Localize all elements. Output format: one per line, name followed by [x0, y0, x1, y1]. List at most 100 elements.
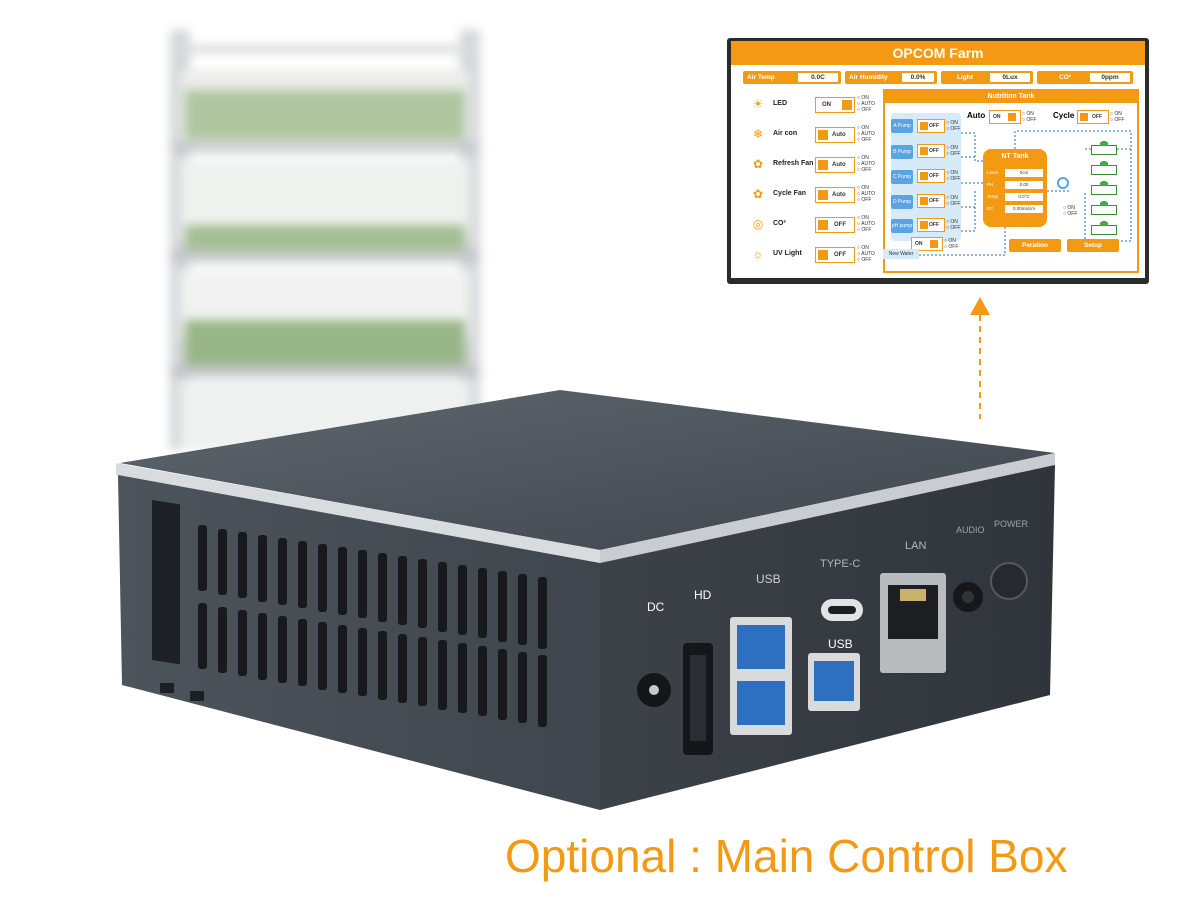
mini-pc-device: DC HD USB TYPE-C USB LAN AUDIO POWER: [116, 390, 1055, 810]
a-pump: A Pump: [891, 119, 913, 133]
plant-icon: [1091, 221, 1117, 235]
screen-title: OPCOM Farm: [731, 41, 1145, 65]
shelf-background-image: [170, 30, 480, 450]
sensor-value: 0ppm: [1090, 73, 1130, 82]
bulb-icon: ☀: [752, 97, 764, 111]
c-pump-radio[interactable]: ○ ON○ OFF: [946, 170, 961, 182]
cycle-mode-radio[interactable]: ○ ON○ OFF: [1110, 111, 1125, 123]
cycle-fan-mode-radio[interactable]: ○ ON○ AUTO○ OFF: [857, 185, 875, 203]
b-pump: B Pump: [891, 145, 913, 159]
auto-mode-radio[interactable]: ○ ON○ OFF: [1022, 111, 1037, 123]
cycle-fan-toggle[interactable]: Auto: [815, 187, 855, 203]
sensor-light: Light 0Lux: [941, 71, 1033, 84]
toggle-state: OFF: [834, 252, 846, 258]
led-toggle[interactable]: ON: [815, 97, 855, 113]
plant-icon: [1091, 141, 1117, 155]
port-label-lan: LAN: [905, 540, 926, 552]
device-row-led: ☀ LED ON ○ ON○ AUTO○ OFF: [751, 94, 875, 116]
d-pump-radio[interactable]: ○ ON○ OFF: [946, 195, 961, 207]
uv-light-toggle[interactable]: OFF: [815, 247, 855, 263]
tank-title: NT Tank: [1001, 153, 1029, 160]
setup-button[interactable]: Setup: [1067, 239, 1119, 252]
d-pump: D Pump: [891, 195, 913, 209]
b-pump-toggle[interactable]: OFF: [917, 144, 945, 158]
ph-pump-toggle[interactable]: OFF: [917, 218, 945, 232]
a-pump-toggle[interactable]: OFF: [917, 119, 945, 133]
sensor-value: 0.0%: [902, 73, 934, 82]
c-pump-toggle[interactable]: OFF: [917, 169, 945, 183]
device-row-cycle-fan: ✿ Cycle Fan Auto ○ ON○ AUTO○ OFF: [751, 184, 875, 206]
ph-pump: pH pump: [891, 219, 913, 233]
cycle-pump-radio[interactable]: ○ ON○ OFF: [1063, 205, 1078, 217]
toggle-state: ON: [822, 102, 831, 108]
uv-light-mode-radio[interactable]: ○ ON○ AUTO○ OFF: [857, 245, 875, 263]
sensor-co2: CO² 0ppm: [1037, 71, 1133, 84]
led-mode-radio[interactable]: ○ ON○ AUTO○ OFF: [857, 95, 875, 113]
fan-icon: ✿: [752, 187, 764, 201]
ph-pump-radio[interactable]: ○ ON○ OFF: [946, 219, 961, 231]
nutrition-tank-title: Nutrition Tank: [885, 91, 1137, 103]
plant-icon: [1091, 181, 1117, 195]
cycle-label: Cycle: [1053, 111, 1075, 120]
toggle-state: ON: [993, 114, 1001, 120]
caption-text: Optional : Main Control Box: [505, 830, 1068, 882]
toggle-state: OFF: [1092, 114, 1102, 120]
auto-label: Auto: [967, 111, 986, 120]
toggle-state: Auto: [832, 192, 846, 198]
refresh-fan-mode-radio[interactable]: ○ ON○ AUTO○ OFF: [857, 155, 875, 173]
monitor-screen: OPCOM Farm Air Temp 0.0C Air Humidity 0.…: [731, 41, 1145, 278]
arrow-up-icon: [970, 297, 990, 419]
device-name: CO²: [773, 220, 786, 227]
port-label-hd: HD: [694, 588, 712, 602]
device-row-co2: ◎ CO² OFF ○ ON○ AUTO○ OFF: [751, 214, 875, 236]
device-name: LED: [773, 100, 787, 107]
device-name: Refresh Fan: [773, 160, 814, 167]
sensor-label: Air Humidity: [849, 74, 888, 81]
air-con-toggle[interactable]: Auto: [815, 127, 855, 143]
sensor-air-humidity: Air Humidity 0.0%: [845, 71, 937, 84]
sensor-label: CO²: [1059, 74, 1071, 81]
sensor-label: Air Temp: [747, 74, 775, 81]
new-water-radio[interactable]: ○ ON○ OFF: [944, 238, 959, 250]
port-label-usb: USB: [756, 572, 781, 586]
plant-icon: [1091, 201, 1117, 215]
nutrition-tank-panel: Nutrition Tank Auto ON ○ ON○ OFF Cycle O…: [883, 89, 1139, 273]
a-pump-radio[interactable]: ○ ON○ OFF: [946, 120, 961, 132]
sensor-value: 0.0C: [798, 73, 838, 82]
port-label-power: POWER: [994, 519, 1029, 529]
air-con-mode-radio[interactable]: ○ ON○ AUTO○ OFF: [857, 125, 875, 143]
device-row-uv-light: ☼ UV Light OFF ○ ON○ AUTO○ OFF: [751, 244, 875, 266]
port-label-usb-2: USB: [828, 637, 853, 651]
device-row-air-con: ❄ Air con Auto ○ ON○ AUTO○ OFF: [751, 124, 875, 146]
co2-toggle[interactable]: OFF: [815, 217, 855, 233]
toggle-state: Auto: [832, 162, 846, 168]
device-row-refresh-fan: ✿ Refresh Fan Auto ○ ON○ AUTO○ OFF: [751, 154, 875, 176]
co2-icon: ◎: [752, 217, 764, 231]
port-label-type-c: TYPE-C: [820, 558, 860, 570]
device-name: Cycle Fan: [773, 190, 807, 197]
new-water-label: New Water: [883, 249, 919, 259]
toggle-state: OFF: [834, 222, 846, 228]
fan-icon: ✿: [752, 157, 764, 171]
peration-button[interactable]: Peration: [1009, 239, 1061, 252]
refresh-fan-toggle[interactable]: Auto: [815, 157, 855, 173]
device-name: Air con: [773, 130, 798, 137]
sensor-value: 0Lux: [990, 73, 1030, 82]
d-pump-toggle[interactable]: OFF: [917, 194, 945, 208]
uv-icon: ☼: [752, 247, 764, 261]
snowflake-icon: ❄: [752, 127, 764, 141]
sensor-air-temp: Air Temp 0.0C: [743, 71, 841, 84]
co2-mode-radio[interactable]: ○ ON○ AUTO○ OFF: [857, 215, 875, 233]
toggle-state: Auto: [832, 132, 846, 138]
new-water-toggle[interactable]: ON: [911, 237, 943, 251]
b-pump-radio[interactable]: ○ ON○ OFF: [946, 145, 961, 157]
cycle-toggle[interactable]: OFF: [1077, 110, 1109, 124]
auto-toggle[interactable]: ON: [989, 110, 1021, 124]
c-pump: C Pump: [891, 170, 913, 184]
monitor: OPCOM Farm Air Temp 0.0C Air Humidity 0.…: [727, 38, 1149, 284]
